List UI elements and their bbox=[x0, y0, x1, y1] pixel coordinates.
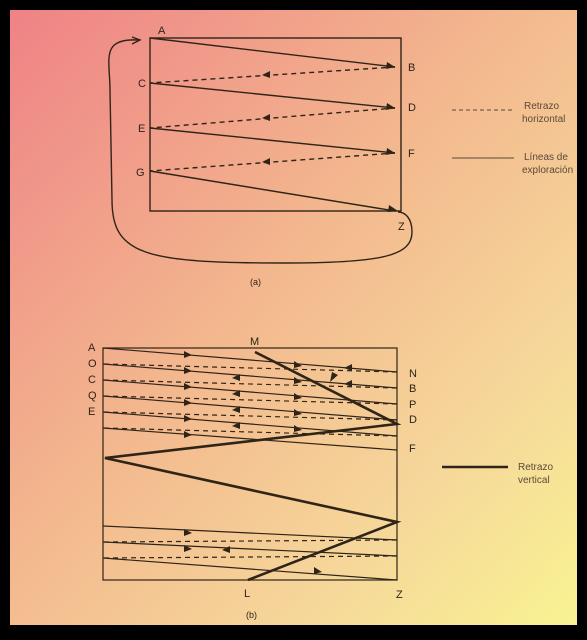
scan-line-b-8 bbox=[102, 541, 398, 557]
label-b-point-F: F bbox=[409, 443, 416, 455]
label-b-point-A: A bbox=[88, 342, 96, 354]
label-a-point-G: G bbox=[136, 167, 145, 179]
retrace-line-b-5 bbox=[102, 427, 398, 437]
label-b-point-E: E bbox=[88, 406, 95, 418]
scan-line-b-7 bbox=[102, 525, 398, 541]
raster-frame-a bbox=[149, 37, 402, 212]
legend-retrace-line2: horizontal bbox=[522, 114, 565, 125]
scan-line-b-6 bbox=[102, 427, 398, 451]
retrace-line-b-2 bbox=[102, 379, 398, 389]
vertical-retrace-loop bbox=[108, 39, 413, 264]
label-b-point-P: P bbox=[409, 399, 416, 411]
retrace-line-b-3 bbox=[102, 395, 398, 405]
caption-b: (b) bbox=[246, 610, 257, 620]
retrace-line-b-4 bbox=[102, 411, 398, 421]
retrace-line-a-1 bbox=[149, 66, 396, 84]
label-a-point-D: D bbox=[408, 102, 416, 114]
paper-background bbox=[10, 10, 577, 625]
figure-a bbox=[108, 36, 413, 264]
label-b-point-L: L bbox=[244, 588, 250, 600]
label-a-point-A: A bbox=[158, 25, 166, 37]
vertical-retrace-b bbox=[104, 350, 402, 582]
scan-line-a-1 bbox=[149, 37, 396, 68]
label-b-point-O: O bbox=[88, 358, 97, 370]
retrace-line-a-3 bbox=[149, 152, 396, 172]
scan-line-b-4 bbox=[102, 395, 398, 421]
label-a-point-B: B bbox=[408, 62, 415, 74]
scan-line-a-4 bbox=[149, 170, 396, 212]
arrowheads-b bbox=[184, 351, 352, 574]
vertical-retrace-path bbox=[104, 350, 402, 582]
label-a-point-F: F bbox=[408, 148, 415, 160]
label-b-point-Z: Z bbox=[396, 589, 403, 601]
retrace-line-b-7 bbox=[102, 555, 398, 559]
retrace-line-b-1 bbox=[102, 363, 398, 373]
label-a-point-E: E bbox=[138, 123, 145, 135]
scan-line-a-3 bbox=[149, 127, 396, 154]
legend-retrace-line1: Retrazo bbox=[524, 101, 559, 112]
scan-line-b-9 bbox=[102, 557, 398, 581]
label-b-point-B: B bbox=[409, 383, 416, 395]
arrowheads-a bbox=[262, 62, 398, 212]
legend-scan-line2: exploración bbox=[522, 165, 573, 176]
label-b-point-Q: Q bbox=[88, 390, 97, 402]
label-b-point-N: N bbox=[409, 368, 417, 380]
legend-vertical-line1: Retrazo bbox=[518, 462, 553, 473]
label-b-point-M: M bbox=[250, 336, 259, 348]
legend-a: Retrazo horizontal Líneas de exploración bbox=[452, 101, 573, 176]
retrace-line-a-2 bbox=[149, 107, 396, 129]
scan-line-a-2 bbox=[149, 82, 396, 109]
legend-vertical-line2: vertical bbox=[518, 475, 550, 486]
legend-b: Retrazo vertical bbox=[442, 462, 553, 486]
figure-b bbox=[102, 347, 398, 581]
loop-arrowhead bbox=[131, 36, 142, 45]
label-a-point-C: C bbox=[138, 78, 146, 90]
caption-a: (a) bbox=[250, 277, 261, 287]
label-b-point-D: D bbox=[409, 414, 417, 426]
label-a-point-Z: Z bbox=[398, 221, 405, 233]
label-b-point-C: C bbox=[88, 374, 96, 386]
legend-scan-line1: Líneas de bbox=[524, 152, 568, 163]
scan-line-b-5 bbox=[102, 411, 398, 437]
